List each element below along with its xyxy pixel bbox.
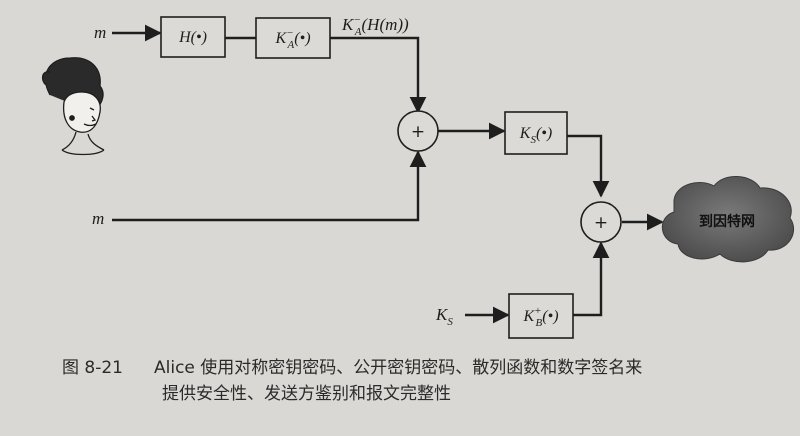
hash-box: H(•)	[160, 16, 226, 58]
alice-portrait-icon	[41, 57, 105, 156]
arrow-ks-to-plus2	[567, 134, 610, 198]
public-key-box: K+B(•)	[508, 293, 574, 339]
svg-text:K−A(H(m)): K−A(H(m))	[341, 14, 409, 38]
symmetric-key-box: KS(•)	[504, 111, 568, 155]
svg-text:H(•): H(•)	[178, 29, 207, 46]
svg-text:到因特网: 到因特网	[699, 213, 755, 230]
input-m-top: m	[94, 23, 106, 42]
svg-text:+: +	[594, 213, 608, 233]
plus-circle-2: +	[580, 201, 622, 243]
caption-line-2: 提供安全性、发送方鉴别和报文完整性	[162, 384, 451, 404]
svg-text:K−A(•): K−A(•)	[274, 27, 310, 51]
svg-text:K+B(•): K+B(•)	[522, 305, 558, 329]
plus-circle-1: +	[397, 110, 439, 152]
connections	[112, 24, 664, 324]
figure-number: 图 8-21	[62, 358, 123, 378]
input-ks: KS	[435, 305, 453, 328]
signed-digest-label: K−A(H(m))	[341, 14, 409, 38]
input-m-middle: m	[92, 209, 104, 228]
internet-cloud-icon: 到因特网	[662, 176, 795, 263]
arrow-sign-to-plus1	[330, 36, 427, 114]
arrow-m-to-plus1	[112, 150, 427, 222]
svg-text:KS(•): KS(•)	[519, 125, 552, 146]
arrow-kb-to-plus2	[573, 241, 610, 317]
figure-caption: 图 8-21 Alice 使用对称密钥密码、公开密钥密码、散列函数和数字签名来 提…	[62, 355, 782, 407]
caption-line-1: Alice 使用对称密钥密码、公开密钥密码、散列函数和数字签名来	[154, 358, 643, 378]
sign-box: K−A(•)	[255, 17, 331, 59]
svg-text:+: +	[411, 122, 425, 142]
